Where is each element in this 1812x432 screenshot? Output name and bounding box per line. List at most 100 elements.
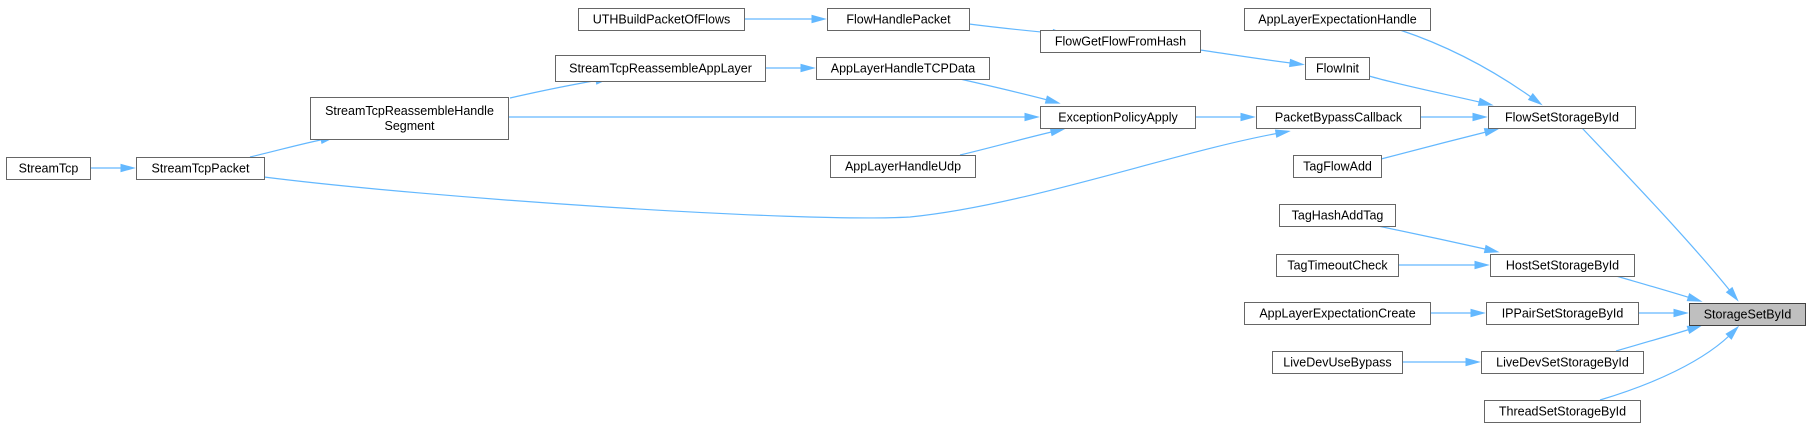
node-label: ExceptionPolicyApply <box>1058 111 1178 125</box>
arrow-head-icon <box>1240 112 1256 122</box>
node-stream-tcp-reassemble-app-layer[interactable]: StreamTcpReassembleAppLayer <box>555 55 766 82</box>
node-exception-policy-apply[interactable]: ExceptionPolicyApply <box>1040 106 1196 129</box>
node-box <box>1244 8 1431 31</box>
arrow-head-icon <box>1472 112 1488 122</box>
node-app-layer-handle-tcp-data[interactable]: AppLayerHandleTCPData <box>816 57 990 80</box>
node-app-layer-handle-udp[interactable]: AppLayerHandleUdp <box>830 155 976 178</box>
edge-app-layer-handle-udp-to-exception-policy-apply <box>959 127 1066 156</box>
node-host-set-storage-by-id[interactable]: HostSetStorageById <box>1490 254 1635 277</box>
edge-line <box>959 78 1056 103</box>
arrow-head-icon <box>811 14 827 24</box>
arrow-head-icon <box>1686 293 1703 302</box>
node-box <box>6 157 91 180</box>
node-label: TagTimeoutCheck <box>1287 259 1388 273</box>
node-ip-pair-set-storage-by-id[interactable]: IPPairSetStorageById <box>1486 302 1639 325</box>
node-label: TagHashAddTag <box>1292 209 1384 223</box>
node-storage-set-by-id[interactable]: StorageSetById <box>1689 303 1806 326</box>
node-box <box>1276 254 1399 277</box>
edge-uth-build-packet-of-flows-to-flow-handle-packet <box>744 14 827 24</box>
node-box <box>578 8 745 31</box>
node-label: PacketBypassCallback <box>1275 111 1403 125</box>
node-label: ThreadSetStorageById <box>1499 405 1626 419</box>
node-label: IPPairSetStorageById <box>1502 307 1624 321</box>
node-thread-set-storage-by-id[interactable]: ThreadSetStorageById <box>1484 400 1641 423</box>
node-box <box>1040 106 1196 129</box>
arrow-head-icon <box>1725 286 1739 302</box>
arrow-head-icon <box>1474 260 1490 270</box>
arrow-head-icon <box>800 63 816 73</box>
edge-tag-timeout-check-to-host-set-storage-by-id <box>1398 260 1490 270</box>
arrow-head-icon <box>1725 325 1740 340</box>
edge-stream-tcp-packet-to-packet-bypass-callback <box>263 129 1291 219</box>
node-box <box>1490 254 1635 277</box>
node-label: LiveDevSetStorageById <box>1496 356 1629 370</box>
node-box <box>816 57 990 80</box>
node-stream-tcp[interactable]: StreamTcp <box>6 157 91 180</box>
arrow-head-icon <box>1673 308 1689 318</box>
node-box <box>1481 351 1644 374</box>
edge-host-set-storage-by-id-to-storage-set-by-id <box>1615 275 1703 302</box>
node-flow-handle-packet[interactable]: FlowHandlePacket <box>827 8 970 31</box>
node-packet-bypass-callback[interactable]: PacketBypassCallback <box>1256 106 1421 129</box>
arrow-head-icon <box>1289 58 1305 68</box>
node-label: StreamTcp <box>19 162 79 176</box>
node-box <box>310 97 509 140</box>
edge-flow-set-storage-by-id-to-storage-set-by-id <box>1581 127 1739 302</box>
node-box <box>1484 400 1641 423</box>
edge-flow-get-flow-from-hash-to-flow-init <box>1199 49 1305 68</box>
node-app-layer-expectation-create[interactable]: AppLayerExpectationCreate <box>1244 302 1431 325</box>
node-label: AppLayerHandleUdp <box>845 160 961 174</box>
edge-stream-tcp-reassemble-handle-segment-to-exception-policy-apply <box>508 112 1040 122</box>
node-label: UTHBuildPacketOfFlows <box>593 13 731 27</box>
edge-tag-hash-add-tag-to-host-set-storage-by-id <box>1377 225 1500 254</box>
edge-line <box>1615 326 1698 352</box>
edge-live-dev-set-storage-by-id-to-storage-set-by-id <box>1615 325 1703 352</box>
node-tag-hash-add-tag[interactable]: TagHashAddTag <box>1279 204 1396 227</box>
node-box <box>1293 155 1382 178</box>
node-uth-build-packet-of-flows[interactable]: UTHBuildPacketOfFlows <box>578 8 745 31</box>
node-flow-init[interactable]: FlowInit <box>1305 57 1370 80</box>
node-label: FlowSetStorageById <box>1505 111 1619 125</box>
node-label: TagFlowAdd <box>1303 160 1372 174</box>
node-box <box>1488 106 1636 129</box>
arrow-head-icon <box>1483 128 1500 137</box>
edge-app-layer-handle-tcp-data-to-exception-policy-apply <box>959 78 1061 104</box>
node-flow-get-flow-from-hash[interactable]: FlowGetFlowFromHash <box>1040 30 1201 53</box>
edge-line <box>1199 49 1300 65</box>
node-box <box>1256 106 1421 129</box>
node-label: StreamTcpPacket <box>152 162 250 176</box>
node-app-layer-expectation-handle[interactable]: AppLayerExpectationHandle <box>1244 8 1431 31</box>
node-tag-flow-add[interactable]: TagFlowAdd <box>1293 155 1382 178</box>
arrow-head-icon <box>1024 112 1040 122</box>
node-box <box>1244 302 1431 325</box>
node-live-dev-set-storage-by-id[interactable]: LiveDevSetStorageById <box>1481 351 1644 374</box>
edge-line <box>1380 129 1495 160</box>
edge-tag-flow-add-to-flow-set-storage-by-id <box>1380 128 1500 160</box>
node-tag-timeout-check[interactable]: TagTimeoutCheck <box>1276 254 1399 277</box>
node-stream-tcp-packet[interactable]: StreamTcpPacket <box>136 157 265 180</box>
arrow-head-icon <box>1470 308 1486 318</box>
node-live-dev-use-bypass[interactable]: LiveDevUseBypass <box>1272 351 1403 374</box>
edge-packet-bypass-callback-to-flow-set-storage-by-id <box>1420 112 1488 122</box>
node-label: AppLayerExpectationCreate <box>1259 307 1415 321</box>
edge-ip-pair-set-storage-by-id-to-storage-set-by-id <box>1638 308 1689 318</box>
arrow-head-icon <box>1274 129 1291 138</box>
node-label: StreamTcpReassembleAppLayer <box>569 62 752 76</box>
node-box <box>555 55 766 82</box>
edge-app-layer-expectation-handle-to-flow-set-storage-by-id <box>1399 29 1543 106</box>
edge-app-layer-expectation-create-to-ip-pair-set-storage-by-id <box>1430 308 1486 318</box>
edge-line <box>1377 225 1495 252</box>
node-box <box>1040 30 1201 53</box>
arrow-head-icon <box>1044 95 1061 104</box>
node-label: AppLayerExpectationHandle <box>1258 13 1416 27</box>
node-label: StorageSetById <box>1704 308 1792 322</box>
arrow-head-icon <box>1049 127 1066 137</box>
node-label: AppLayerHandleTCPData <box>831 62 976 76</box>
node-label: FlowHandlePacket <box>846 13 951 27</box>
node-box <box>1305 57 1370 80</box>
edge-line <box>1599 329 1736 401</box>
edge-thread-set-storage-by-id-to-storage-set-by-id <box>1599 325 1740 401</box>
node-flow-set-storage-by-id[interactable]: FlowSetStorageById <box>1488 106 1636 129</box>
